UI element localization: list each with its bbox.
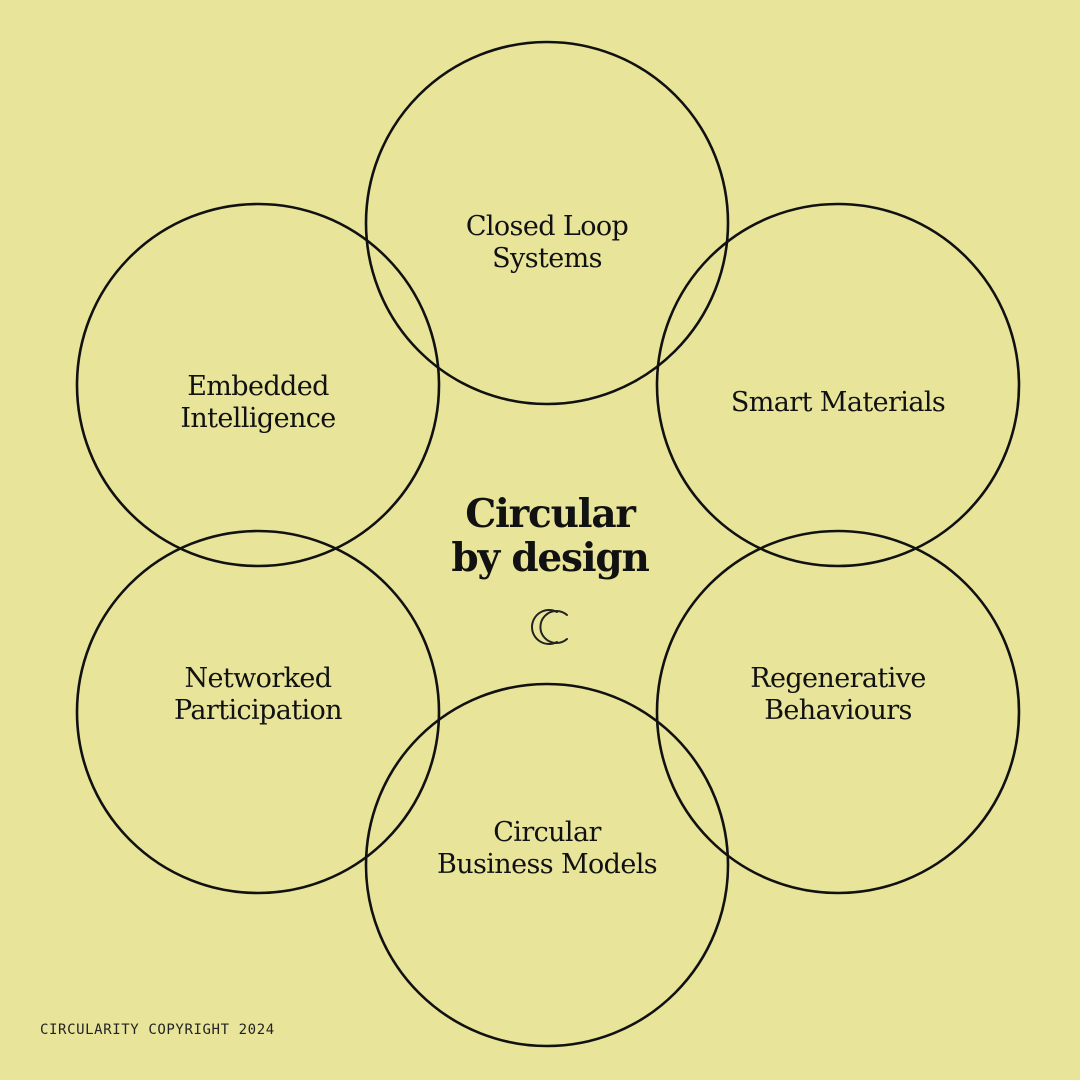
center-title-line: Circular xyxy=(465,491,636,537)
label-line: Smart Materials xyxy=(730,387,946,418)
label-line: Regenerative xyxy=(750,663,926,694)
circle-networked-participation xyxy=(75,529,441,895)
label-line: Networked xyxy=(184,663,333,694)
label-line: Behaviours xyxy=(764,695,912,726)
label-line: Business Models xyxy=(436,849,658,880)
label-line: Systems xyxy=(492,243,602,274)
circle-smart-materials xyxy=(655,202,1021,568)
label-line: Participation xyxy=(174,695,343,726)
label-circular-business-models: Circular Business Models xyxy=(397,817,697,881)
double-c-logo-icon xyxy=(531,609,568,645)
label-line: Closed Loop xyxy=(465,211,629,242)
circle-regenerative-behaviours xyxy=(655,529,1021,895)
label-networked-participation: Networked Participation xyxy=(108,663,408,727)
label-line: Intelligence xyxy=(180,403,336,434)
label-line: Embedded xyxy=(187,371,329,402)
center-title-line: by design xyxy=(451,535,649,581)
label-line: Circular xyxy=(493,817,601,848)
label-closed-loop-systems: Closed Loop Systems xyxy=(397,211,697,275)
label-embedded-intelligence: Embedded Intelligence xyxy=(108,371,408,435)
circle-circular-business-models xyxy=(364,682,730,1048)
circle-closed-loop-systems xyxy=(364,40,730,406)
center-title: Circular by design xyxy=(390,492,710,580)
copyright-text: CIRCULARITY COPYRIGHT 2024 xyxy=(40,1022,275,1038)
circle-embedded-intelligence xyxy=(75,202,441,568)
label-regenerative-behaviours: Regenerative Behaviours xyxy=(688,663,988,727)
label-smart-materials: Smart Materials xyxy=(688,387,988,419)
